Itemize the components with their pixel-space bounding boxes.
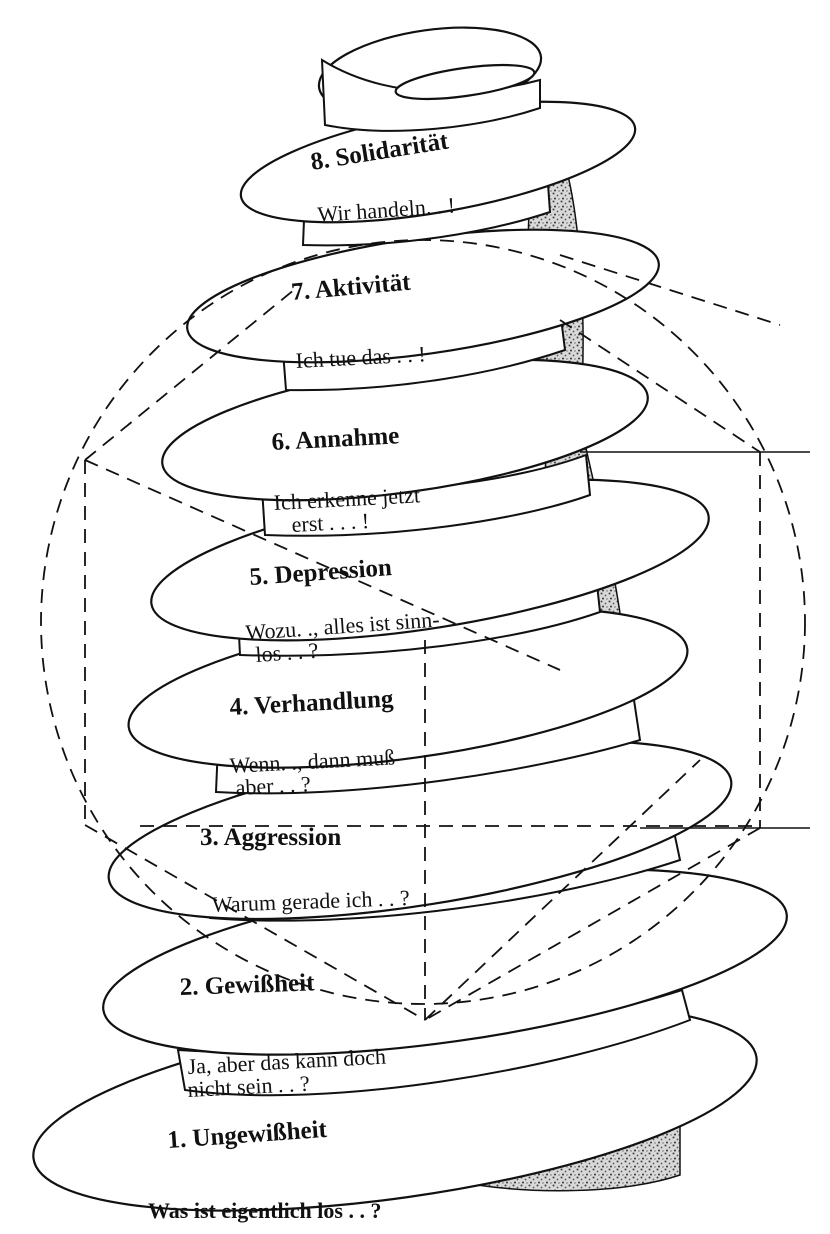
stage-phrase-5-line2: los . . ? <box>255 638 320 667</box>
stage-label-3: 3. Aggression <box>200 824 341 851</box>
spiral-top-cap <box>313 15 547 131</box>
stage-phrase-4-line2: aber . . ? <box>235 771 311 800</box>
stage-phrase-1: Was ist eigentlich los . . ? <box>148 1198 381 1223</box>
stage-label-2: 2. Gewißheit <box>179 969 315 1001</box>
stage-phrase-6-line2: erst . . . ! <box>291 508 370 537</box>
